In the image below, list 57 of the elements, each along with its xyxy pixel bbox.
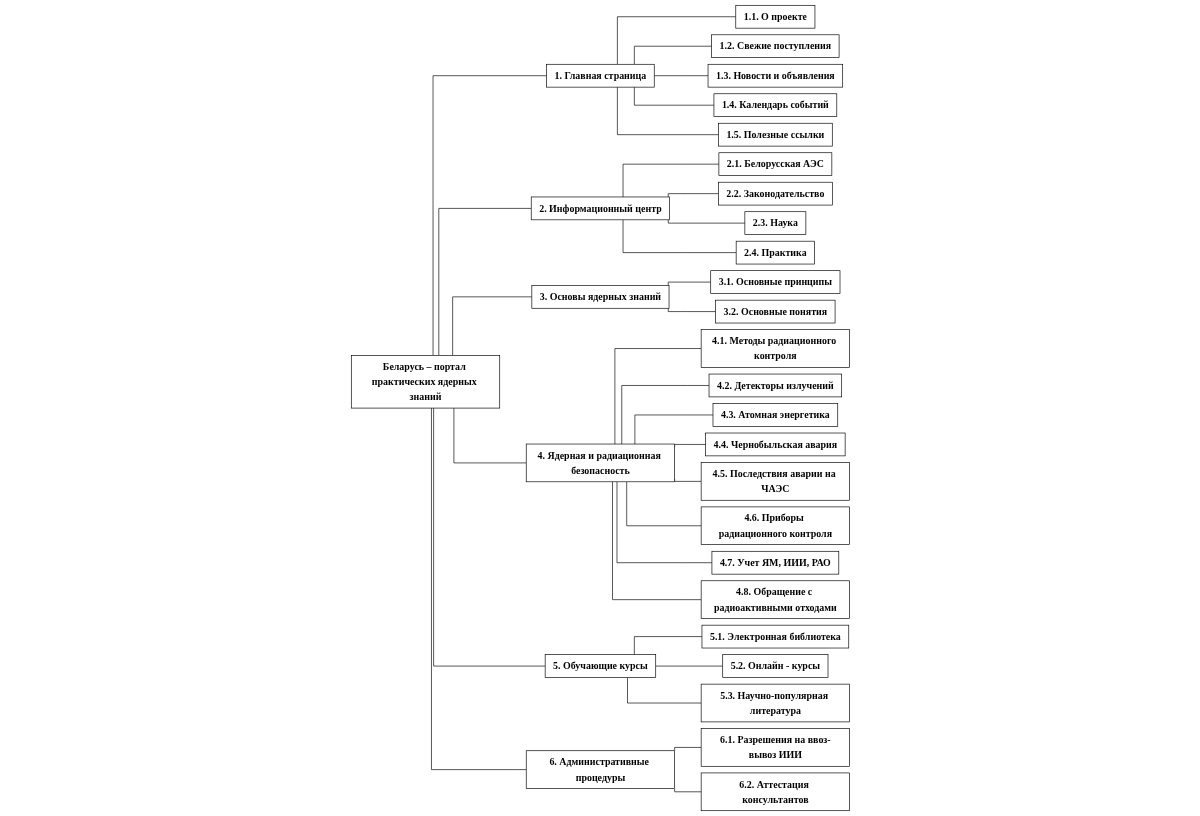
node-box: 6.2. Аттестация консультантов	[700, 772, 850, 812]
connector	[667, 219, 745, 224]
connector	[653, 75, 708, 77]
connector	[633, 636, 702, 655]
connector	[654, 665, 723, 667]
node-box: 1.1. О проекте	[735, 4, 815, 29]
node-box: Беларусь – портал практических ядерных знаний	[350, 355, 500, 409]
node-box: 3. Основы ядерных знаний	[531, 285, 669, 309]
connector	[432, 407, 546, 667]
node-box: 3.2. Основные понятия	[714, 299, 835, 324]
node-box: 4.7. Учет ЯМ, ИИИ, РАО	[711, 550, 839, 575]
connector	[451, 296, 532, 356]
node-box: 4.1. Методы радиационного контроля	[700, 329, 850, 368]
node-box: 1.2. Свежие поступления	[710, 34, 839, 58]
node-box: 4.8. Обращение с радиоактивными отходами	[700, 580, 850, 619]
node-box: 4.3. Атомная энергетика	[712, 403, 838, 427]
node-box: 1.3. Новости и объявления	[707, 63, 843, 88]
node-box: 2. Информационный центр	[530, 196, 670, 221]
connector	[673, 478, 702, 482]
connector	[626, 677, 702, 704]
node-box: 4. Ядерная и радиационная безопасность	[525, 443, 675, 483]
connector	[633, 45, 712, 65]
connector	[616, 86, 719, 135]
connector	[614, 348, 702, 445]
node-box: 4.6. Приборы радиационного контроля	[700, 506, 850, 545]
node-box: 2.2. Законодательство	[717, 181, 833, 206]
connector	[673, 444, 706, 448]
node-box: 4.2. Детекторы излучений	[708, 373, 842, 398]
node-box: 2.3. Наука	[744, 211, 806, 235]
connector	[622, 219, 737, 253]
node-box: 1.5. Полезные ссылки	[717, 122, 833, 147]
connector	[667, 193, 719, 198]
node-box: 1. Главная страница	[545, 63, 655, 88]
node-box: 4.4. Чернобыльская авария	[704, 432, 846, 457]
node-box: 6. Административные процедуры	[525, 750, 675, 789]
node-box: 5.2. Онлайн - курсы	[721, 654, 828, 678]
connector	[667, 281, 711, 286]
node-box: 5. Обучающие курсы	[544, 654, 656, 678]
connector	[616, 481, 712, 564]
connector	[667, 307, 716, 312]
node-box: 2.4. Практика	[735, 240, 815, 265]
connector	[430, 407, 527, 770]
node-box: 6.1. Разрешения на ввоз-вывоз ИИИ	[700, 728, 850, 767]
connector	[621, 385, 709, 445]
node-box: 1.4. Календарь событий	[713, 93, 837, 117]
node-box: 3.1. Основные принципы	[709, 270, 840, 294]
connector	[673, 788, 702, 793]
connector	[611, 481, 702, 600]
connector	[432, 75, 547, 356]
connector	[438, 208, 532, 356]
connector	[616, 16, 736, 65]
node-box: 4.5. Последствия аварии на ЧАЭС	[700, 462, 850, 501]
node-box: 5.1. Электронная библиотека	[701, 624, 849, 649]
connector	[673, 747, 702, 752]
node-box: 2.1. Белорусская АЭС	[718, 152, 832, 176]
connector	[633, 86, 714, 106]
node-box: 5.3. Научно-популярная литература	[700, 683, 850, 723]
